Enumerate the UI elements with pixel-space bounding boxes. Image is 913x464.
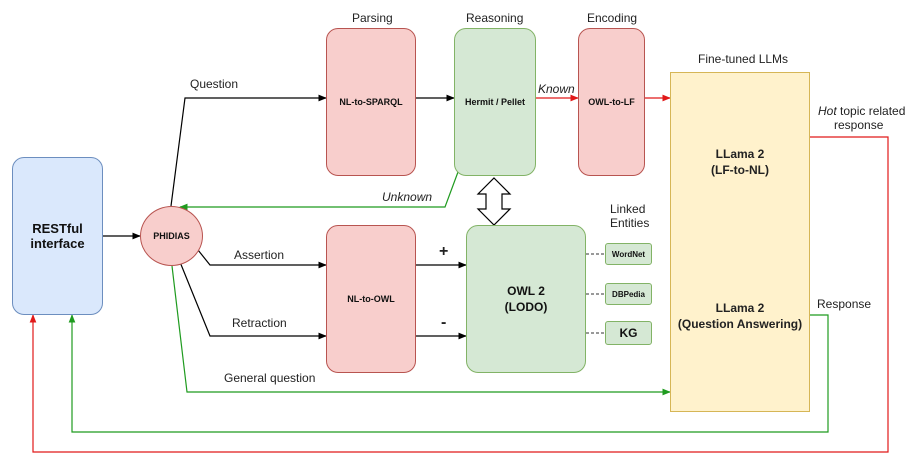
label-unknown: Unknown	[382, 190, 433, 204]
heading-encoding: Encoding	[587, 11, 638, 25]
nl-to-sparql-node: NL-to-SPARQL	[326, 28, 416, 176]
edge-general-question	[171, 265, 671, 396]
owl-to-lf-node: OWL-to-LF	[578, 28, 645, 176]
nl-to-owl-node: NL-to-OWL	[326, 225, 416, 373]
heading-linked: Linked	[610, 202, 646, 216]
edge-unknown	[179, 171, 459, 211]
entity-kg: KG	[605, 321, 652, 345]
label-hot-rest: topic related	[836, 104, 906, 118]
restful-interface-node: RESTful interface	[12, 157, 103, 315]
label-known: Known	[538, 82, 575, 96]
phidias-label: PHIDIAS	[153, 231, 190, 241]
finetuned-llms-panel	[670, 72, 810, 412]
label-general-question: General question	[224, 371, 316, 385]
hermit-pellet-node: Hermit / Pellet	[454, 28, 536, 176]
label-plus: +	[439, 243, 449, 260]
heading-entities: Entities	[610, 216, 650, 230]
heading-parsing: Parsing	[352, 11, 393, 25]
hermit-pellet-label: Hermit / Pellet	[464, 97, 526, 107]
nl-to-sparql-label: NL-to-SPARQL	[339, 97, 403, 107]
label-hot-topic: Hot topic related	[818, 104, 905, 118]
label-assertion: Assertion	[234, 248, 285, 262]
entity-dbpedia-label: DBPedia	[612, 289, 645, 299]
owl2-lodo-label: OWL 2 (LODO)	[504, 284, 548, 314]
label-response: Response	[817, 297, 872, 311]
entity-wordnet: WordNet	[605, 243, 652, 265]
entity-dbpedia: DBPedia	[605, 283, 652, 305]
owl2-lodo-node: OWL 2 (LODO)	[466, 225, 586, 373]
edge-hot-response	[29, 136, 889, 453]
phidias-node: PHIDIAS	[140, 206, 203, 266]
heading-finetuned-llms: Fine-tuned LLMs	[698, 52, 789, 66]
heading-reasoning: Reasoning	[466, 11, 524, 25]
label-hot-prefix: Hot	[818, 104, 837, 118]
llama-qa-subtitle: (Question Answering)	[677, 317, 803, 331]
edge-retraction	[179, 261, 327, 340]
restful-label: RESTful interface	[30, 221, 85, 251]
edge-question	[170, 94, 327, 207]
label-retraction: Retraction	[232, 316, 287, 330]
entity-kg-label: KG	[619, 326, 638, 340]
label-minus: -	[441, 314, 447, 331]
llama-lf-node: LLama 2 (LF-to-NL)	[670, 146, 810, 178]
llama-qa-title: LLama 2	[715, 301, 765, 315]
llama-lf-title: LLama 2	[715, 147, 765, 161]
llama-qa-node: LLama 2 (Question Answering)	[670, 300, 810, 332]
entity-wordnet-label: WordNet	[611, 249, 646, 259]
label-question: Question	[190, 77, 239, 91]
label-hot-response: response	[834, 118, 884, 132]
owl-to-lf-label: OWL-to-LF	[588, 97, 635, 107]
nl-to-owl-label: NL-to-OWL	[347, 294, 395, 304]
llama-lf-subtitle: (LF-to-NL)	[711, 163, 769, 177]
edge-bidirectional	[476, 177, 512, 226]
edge-response	[68, 314, 829, 433]
edge-assertion	[197, 249, 327, 269]
